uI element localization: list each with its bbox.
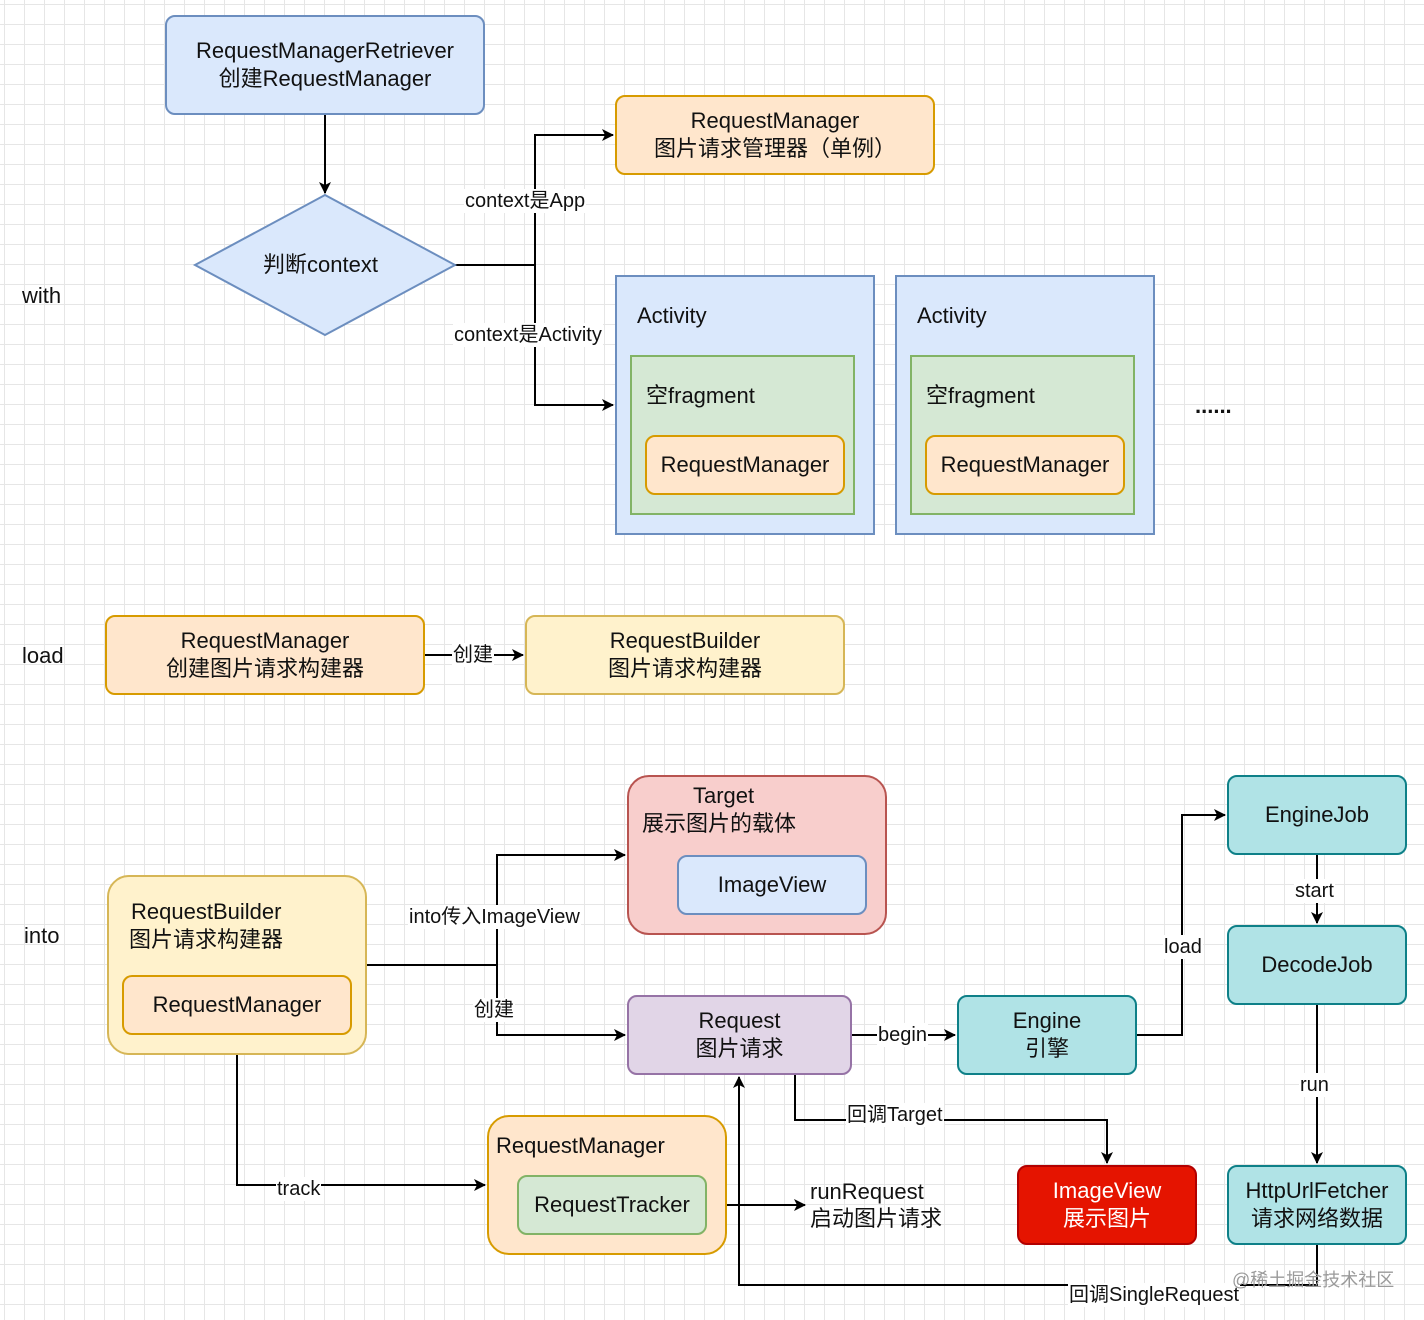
target-title: Target <box>693 783 755 808</box>
rm-singleton-subtitle: 图片请求管理器（单例） <box>653 136 896 161</box>
edge-callback-single <box>733 1076 1318 1286</box>
builder-into-rm-label: RequestManager <box>152 992 322 1017</box>
builder-into-rm[interactable]: RequestManager <box>122 975 352 1035</box>
rm-into-title: RequestManager <box>496 1133 665 1158</box>
edge-label-callback-target: 回调Target <box>846 1103 944 1127</box>
builder-into-subtitle: 图片请求构建器 <box>129 927 284 952</box>
edge-label-context-activity: context是Activity <box>453 323 603 347</box>
watermark: @稀土掘金技术社区 <box>1232 1270 1395 1290</box>
rm-singleton-title: RequestManager <box>690 108 860 133</box>
request-tracker-node[interactable]: RequestTracker <box>517 1175 707 1235</box>
rm-load-title: RequestManager <box>180 628 350 653</box>
imageview-show-subtitle: 展示图片 <box>1062 1206 1151 1231</box>
retriever-node[interactable]: RequestManagerRetriever 创建RequestManager <box>165 15 485 115</box>
engine-node[interactable]: Engine 引擎 <box>957 995 1137 1075</box>
edge-label-run: run <box>1299 1073 1330 1097</box>
activity-rm-1-label: RequestManager <box>660 452 830 477</box>
decodejob-node[interactable]: DecodeJob <box>1227 925 1407 1005</box>
retriever-subtitle: 创建RequestManager <box>218 66 432 91</box>
fetcher-subtitle: 请求网络数据 <box>1250 1206 1383 1231</box>
lane-into: into <box>24 923 60 948</box>
enginejob-label: EngineJob <box>1265 802 1369 827</box>
fragment-title-1: 空fragment <box>646 383 755 408</box>
edge-create-request <box>496 965 626 1041</box>
decodejob-label: DecodeJob <box>1261 952 1373 977</box>
judge-diamond <box>192 193 458 337</box>
engine-title: Engine <box>1012 1008 1082 1033</box>
edge-track <box>236 1035 486 1191</box>
edge-label-begin: begin <box>877 1023 928 1047</box>
target-imageview-label: ImageView <box>717 872 827 897</box>
builder-into-title: RequestBuilder <box>131 899 282 924</box>
rm-singleton-node[interactable]: RequestManager 图片请求管理器（单例） <box>615 95 935 175</box>
activity-rm-2[interactable]: RequestManager <box>925 435 1125 495</box>
request-title: Request <box>698 1008 781 1033</box>
edge-context-activity <box>534 265 614 411</box>
fetcher-title: HttpUrlFetcher <box>1245 1178 1389 1203</box>
edge-label-track: track <box>276 1177 322 1201</box>
imageview-show-title: ImageView <box>1052 1178 1162 1203</box>
enginejob-node[interactable]: EngineJob <box>1227 775 1407 855</box>
edge-callback-target <box>794 1075 1113 1164</box>
edge-label-create-into: 创建 <box>473 998 515 1022</box>
retriever-title: RequestManagerRetriever <box>195 38 455 63</box>
request-subtitle: 图片请求 <box>695 1036 784 1061</box>
target-imageview[interactable]: ImageView <box>677 855 867 915</box>
builder-load-subtitle: 图片请求构建器 <box>607 656 762 681</box>
imageview-show-node[interactable]: ImageView 展示图片 <box>1017 1165 1197 1245</box>
edge-load <box>1137 809 1226 1036</box>
target-subtitle: 展示图片的载体 <box>642 811 797 836</box>
fragment-title-2: 空fragment <box>926 383 1035 408</box>
judge-node-label[interactable]: 判断context <box>263 252 378 277</box>
fetcher-node[interactable]: HttpUrlFetcher 请求网络数据 <box>1227 1165 1407 1245</box>
activity-title-2: Activity <box>917 303 987 328</box>
edge-label-create-load: 创建 <box>452 643 494 667</box>
builder-load-node[interactable]: RequestBuilder 图片请求构建器 <box>525 615 845 695</box>
activity-rm-2-label: RequestManager <box>940 452 1110 477</box>
edge-label-run-request-2: 启动图片请求 <box>810 1206 943 1231</box>
edge-label-start: start <box>1294 879 1335 903</box>
more-ellipsis: ...... <box>1195 393 1232 418</box>
lane-load: load <box>22 643 64 668</box>
edge-label-into-imageview: into传入ImageView <box>408 905 581 929</box>
rm-load-subtitle: 创建图片请求构建器 <box>165 656 364 681</box>
edge-label-context-app: context是App <box>464 189 587 213</box>
lane-with: with <box>22 283 62 308</box>
request-node[interactable]: Request 图片请求 <box>627 995 852 1075</box>
request-tracker-label: RequestTracker <box>534 1192 690 1217</box>
builder-load-title: RequestBuilder <box>609 628 761 653</box>
edge-label-load: load <box>1163 935 1203 959</box>
activity-rm-1[interactable]: RequestManager <box>645 435 845 495</box>
edge-label-callback-single: 回调SingleRequest <box>1068 1283 1241 1307</box>
engine-subtitle: 引擎 <box>1024 1036 1069 1061</box>
rm-load-node[interactable]: RequestManager 创建图片请求构建器 <box>105 615 425 695</box>
edge-label-run-request-1: runRequest <box>810 1179 924 1204</box>
activity-title-1: Activity <box>637 303 707 328</box>
